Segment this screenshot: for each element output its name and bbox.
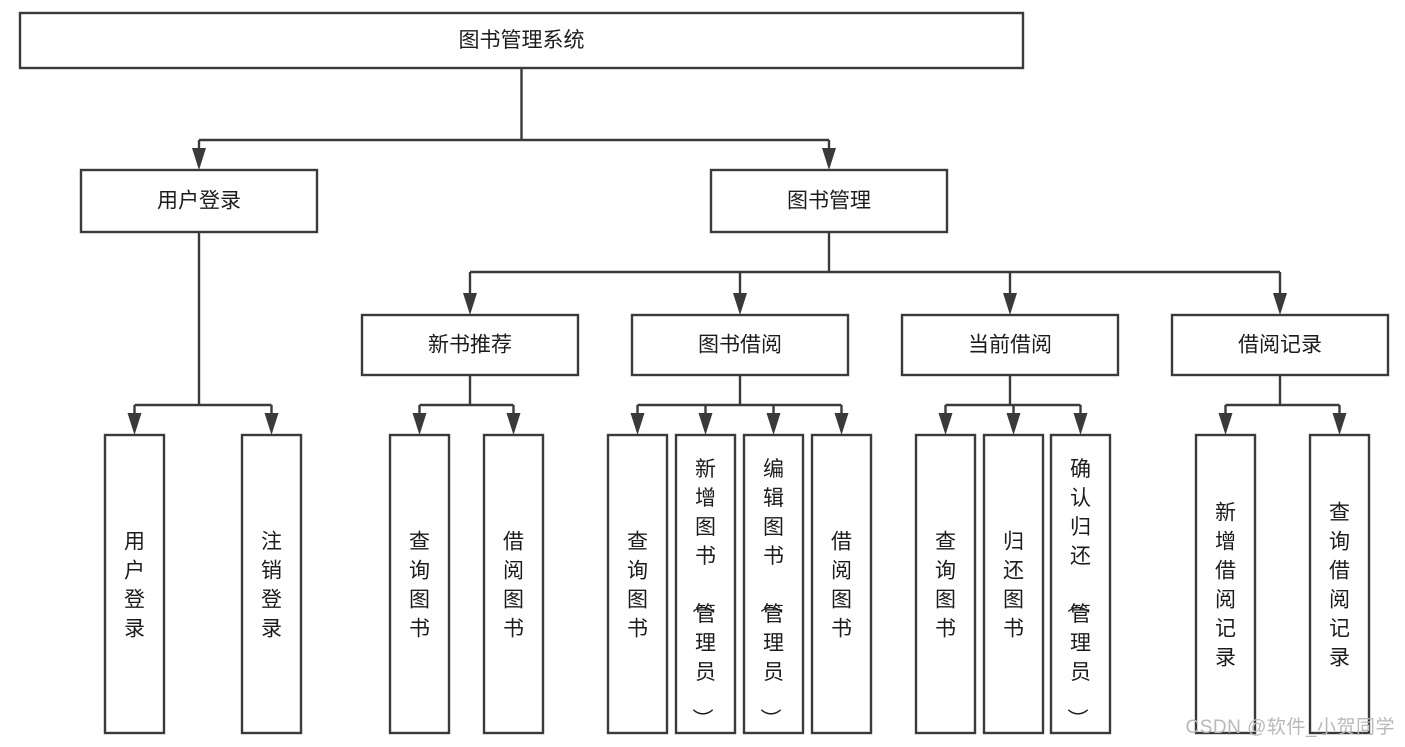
arrow-head-icon [463,293,477,315]
arrow-head-icon [1003,293,1017,315]
node-box-borrow-record[interactable] [1170,313,1390,377]
arrow-head-icon [264,413,279,435]
node-leaf-query-book-cur[interactable]: 查询图书 [914,433,977,735]
arrow-head-icon [1332,413,1347,435]
edge-group-root [192,68,836,170]
arrow-head-icon [1006,413,1021,435]
nodes-layer: 图书管理系统用户登录图书管理新书推荐图书借阅当前借阅借阅记录用户登录注销登录查询… [18,11,1390,735]
arrow-head-icon [630,413,645,435]
node-box-leaf-user-login[interactable] [103,433,166,735]
node-label-user-login: 用户登录 [157,190,241,213]
node-book-borrow[interactable]: 图书借阅 [630,313,850,377]
watermark-text: CSDN @软件_小贺同学 [1185,717,1395,738]
node-book-manage[interactable]: 图书管理 [709,168,949,234]
node-root[interactable]: 图书管理系统 [18,11,1025,70]
node-leaf-confirm-return[interactable]: 确认归还（管理员） [1049,433,1112,735]
node-new-book-rec[interactable]: 新书推荐 [360,313,580,377]
arrow-head-icon [938,413,953,435]
node-label-new-book-rec: 新书推荐 [428,334,512,357]
node-label-borrow-record: 借阅记录 [1238,334,1322,357]
node-label-leaf-query-book-cur: 查询图书 [935,531,956,641]
node-label-leaf-add-record: 新增借阅记录 [1215,502,1236,670]
node-box-current-borrow[interactable] [900,313,1120,377]
node-box-leaf-add-record[interactable] [1194,433,1257,735]
node-label-leaf-query-book-rec: 查询图书 [409,531,430,641]
node-label-leaf-return-book: 归还图书 [1003,531,1024,641]
arrow-head-icon [1273,293,1287,315]
node-box-leaf-return-book[interactable] [982,433,1045,735]
arrow-head-icon [733,293,747,315]
arrow-head-icon [834,413,849,435]
arrow-head-icon [506,413,521,435]
node-label-leaf-user-login: 用户登录 [124,531,145,641]
node-leaf-add-book[interactable]: 新增图书（管理员） [674,433,737,735]
edges-layer [127,68,1347,435]
node-box-leaf-edit-book[interactable] [742,433,805,735]
arrow-head-icon [192,148,206,170]
node-leaf-borrow-book[interactable]: 借阅图书 [810,433,873,735]
edge-group-borrow-record [1218,375,1347,435]
node-box-leaf-query-book-rec[interactable] [388,433,451,735]
node-leaf-borrow-book-rec[interactable]: 借阅图书 [482,433,545,735]
node-borrow-record[interactable]: 借阅记录 [1170,313,1390,377]
node-current-borrow[interactable]: 当前借阅 [900,313,1120,377]
node-label-current-borrow: 当前借阅 [968,334,1052,357]
node-label-book-manage: 图书管理 [787,190,871,213]
arrow-head-icon [1073,413,1088,435]
node-leaf-add-record[interactable]: 新增借阅记录 [1194,433,1257,735]
node-leaf-query-book-rec[interactable]: 查询图书 [388,433,451,735]
node-box-new-book-rec[interactable] [360,313,580,377]
node-box-root[interactable] [18,11,1025,70]
node-label-leaf-borrow-book-rec: 借阅图书 [503,531,524,641]
node-label-leaf-add-book: 新增图书（管理员） [690,458,716,729]
node-box-leaf-query-book-cur[interactable] [914,433,977,735]
edge-group-user-login [127,232,279,435]
node-label-book-borrow: 图书借阅 [698,334,782,357]
node-label-leaf-query-book-borrow: 查询图书 [627,531,648,641]
node-box-book-borrow[interactable] [630,313,850,377]
node-label-leaf-query-record: 查询借阅记录 [1329,502,1350,670]
arrow-head-icon [766,413,781,435]
node-label-leaf-logout: 注销登录 [261,531,282,641]
node-user-login[interactable]: 用户登录 [79,168,319,234]
node-box-leaf-borrow-book-rec[interactable] [482,433,545,735]
node-leaf-return-book[interactable]: 归还图书 [982,433,1045,735]
arrow-head-icon [822,148,836,170]
edge-group-book-manage [463,232,1287,315]
node-label-root: 图书管理系统 [459,29,585,52]
node-box-leaf-borrow-book[interactable] [810,433,873,735]
node-box-user-login[interactable] [79,168,319,234]
arrow-head-icon [127,413,142,435]
node-leaf-edit-book[interactable]: 编辑图书（管理员） [742,433,805,735]
arrow-head-icon [412,413,427,435]
node-box-leaf-logout[interactable] [240,433,303,735]
node-label-leaf-borrow-book: 借阅图书 [831,531,852,641]
node-leaf-user-login[interactable]: 用户登录 [103,433,166,735]
node-box-book-manage[interactable] [709,168,949,234]
edge-group-book-borrow [630,375,849,435]
node-leaf-query-record[interactable]: 查询借阅记录 [1308,433,1371,735]
node-box-leaf-add-book[interactable] [674,433,737,735]
node-leaf-query-book-borrow[interactable]: 查询图书 [606,433,669,735]
edge-group-new-book-rec [412,375,521,435]
node-leaf-logout[interactable]: 注销登录 [240,433,303,735]
node-box-leaf-confirm-return[interactable] [1049,433,1112,735]
node-box-leaf-query-record[interactable] [1308,433,1371,735]
arrow-head-icon [698,413,713,435]
node-box-leaf-query-book-borrow[interactable] [606,433,669,735]
node-label-leaf-confirm-return: 确认归还（管理员） [1065,458,1091,729]
node-label-leaf-edit-book: 编辑图书（管理员） [758,458,784,729]
arrow-head-icon [1218,413,1233,435]
edge-group-current-borrow [938,375,1088,435]
